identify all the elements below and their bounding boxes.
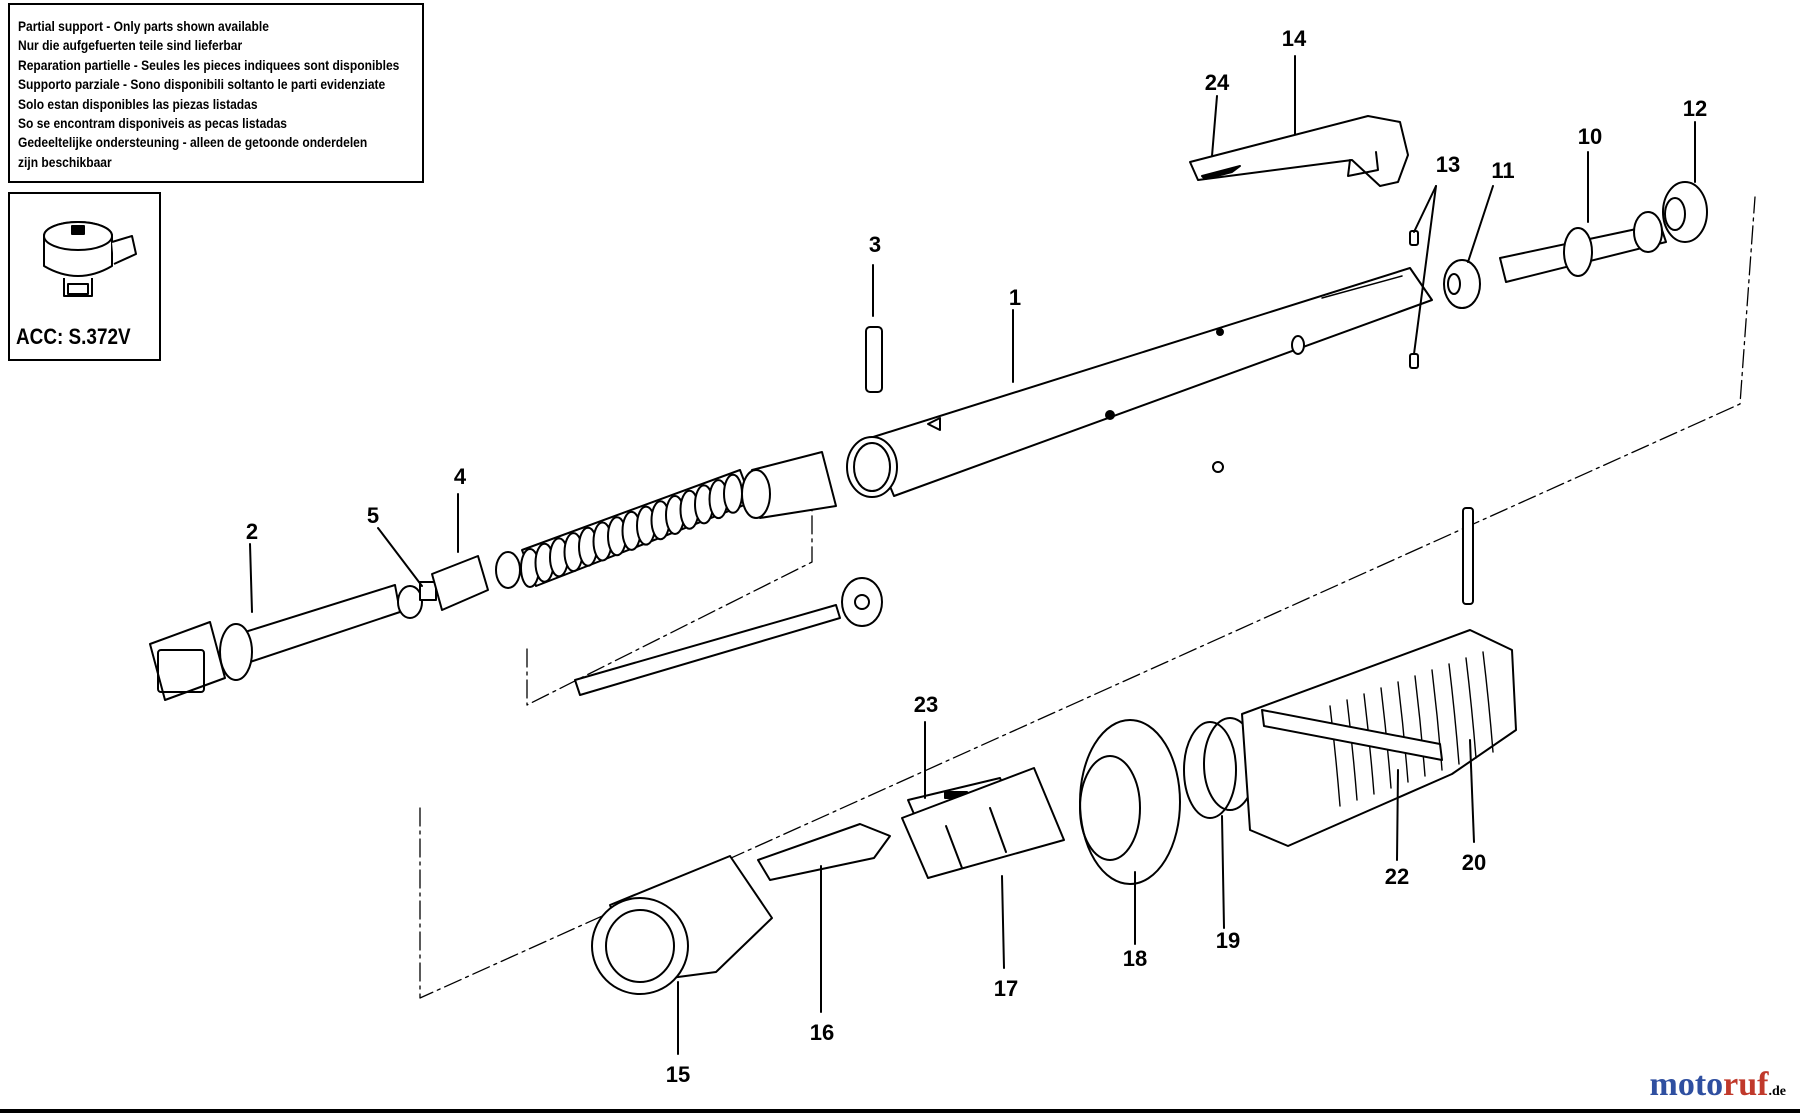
logo-text-moto: moto (1649, 1066, 1724, 1103)
callout-20: 20 (1462, 850, 1486, 875)
notice-line-4: Supporto parziale - Sono disponibili sol… (18, 76, 386, 93)
callout-numbers: 1 2 3 4 5 10 11 12 13 14 15 16 17 18 19 … (246, 26, 1707, 1087)
grip-rib (1448, 663, 1460, 765)
part-1-main-tube (846, 267, 1433, 498)
notice-line-5: Solo estan disponibles las piezas listad… (18, 95, 258, 112)
logo-text-ruf: ruf (1723, 1066, 1769, 1103)
callout-13: 13 (1436, 152, 1460, 177)
spring-coils (520, 473, 743, 588)
grip-rib (1329, 705, 1341, 807)
grip-pin (1462, 507, 1474, 605)
ratchet-head-icon (43, 221, 137, 297)
callout-11: 11 (1491, 158, 1514, 183)
notice-line-3: Reparation partielle - Seules les pieces… (18, 56, 400, 73)
notice-line-6: So se encontram disponiveis as pecas lis… (18, 115, 288, 132)
callout-2: 2 (246, 519, 258, 544)
callout-23: 23 (914, 692, 938, 717)
callout-15: 15 (666, 1062, 690, 1087)
part-19-spring-ring (1183, 717, 1257, 819)
callout-16: 16 (810, 1020, 834, 1045)
grip-rib (1482, 651, 1494, 753)
small-screw (1212, 461, 1224, 473)
callout-3: 3 (869, 232, 881, 257)
spring-coil (723, 473, 743, 514)
callout-24: 24 (1205, 70, 1230, 95)
part-17-cage (901, 767, 1065, 879)
part-16-strip (757, 823, 891, 881)
callout-22: 22 (1385, 864, 1409, 889)
callout-18: 18 (1123, 946, 1147, 971)
bottom-border (0, 1109, 1800, 1113)
spring-bushing (741, 451, 837, 519)
grip-ribs (1329, 651, 1494, 807)
part-18-ring (1079, 719, 1181, 885)
part-11-collar (1443, 259, 1481, 309)
part-4-sleeve (431, 551, 521, 611)
accessory-label: ACC: S.372V (16, 324, 131, 349)
accessory-box: ACC: S.372V (8, 192, 161, 361)
part-2-drive-head (149, 584, 423, 701)
callout-14: 14 (1282, 26, 1307, 51)
part-12-knob (1662, 181, 1708, 243)
assembly-axis-lines (419, 196, 1756, 999)
part-22-label-strip (1261, 709, 1443, 761)
part-10-shaft (1499, 211, 1667, 283)
notice-line-2: Nur die aufgefuerten teile sind lieferba… (18, 37, 243, 54)
callout-17: 17 (994, 976, 1018, 1001)
part-3-pin (865, 326, 883, 393)
part-15-cap (591, 855, 773, 995)
callout-5: 5 (367, 503, 379, 528)
grip-rib (1346, 699, 1358, 801)
partial-support-notice: Partial support - Only parts shown avail… (8, 3, 424, 183)
callout-1: 1 (1009, 285, 1021, 310)
callout-4: 4 (454, 464, 467, 489)
notice-line-1: Partial support - Only parts shown avail… (18, 18, 269, 34)
grip-rib (1414, 675, 1426, 777)
motoruf-logo: motoruf.de (1650, 1066, 1786, 1104)
callout-19: 19 (1216, 928, 1240, 953)
callout-12: 12 (1683, 96, 1707, 121)
callout-leader-lines (249, 55, 1696, 1055)
part-14-clip (1189, 115, 1409, 187)
logo-suffix: .de (1768, 1084, 1787, 1099)
spring-stack (520, 469, 753, 588)
notice-line-8: zijn beschikbaar (18, 153, 112, 170)
grip-rib (1465, 657, 1477, 759)
part-5-insert (419, 581, 437, 601)
notice-line-7: Gedeeltelijke ondersteuning - alleen de … (18, 134, 368, 151)
callout-10: 10 (1578, 124, 1602, 149)
grip-rib (1397, 681, 1409, 783)
inner-rod (574, 577, 883, 696)
